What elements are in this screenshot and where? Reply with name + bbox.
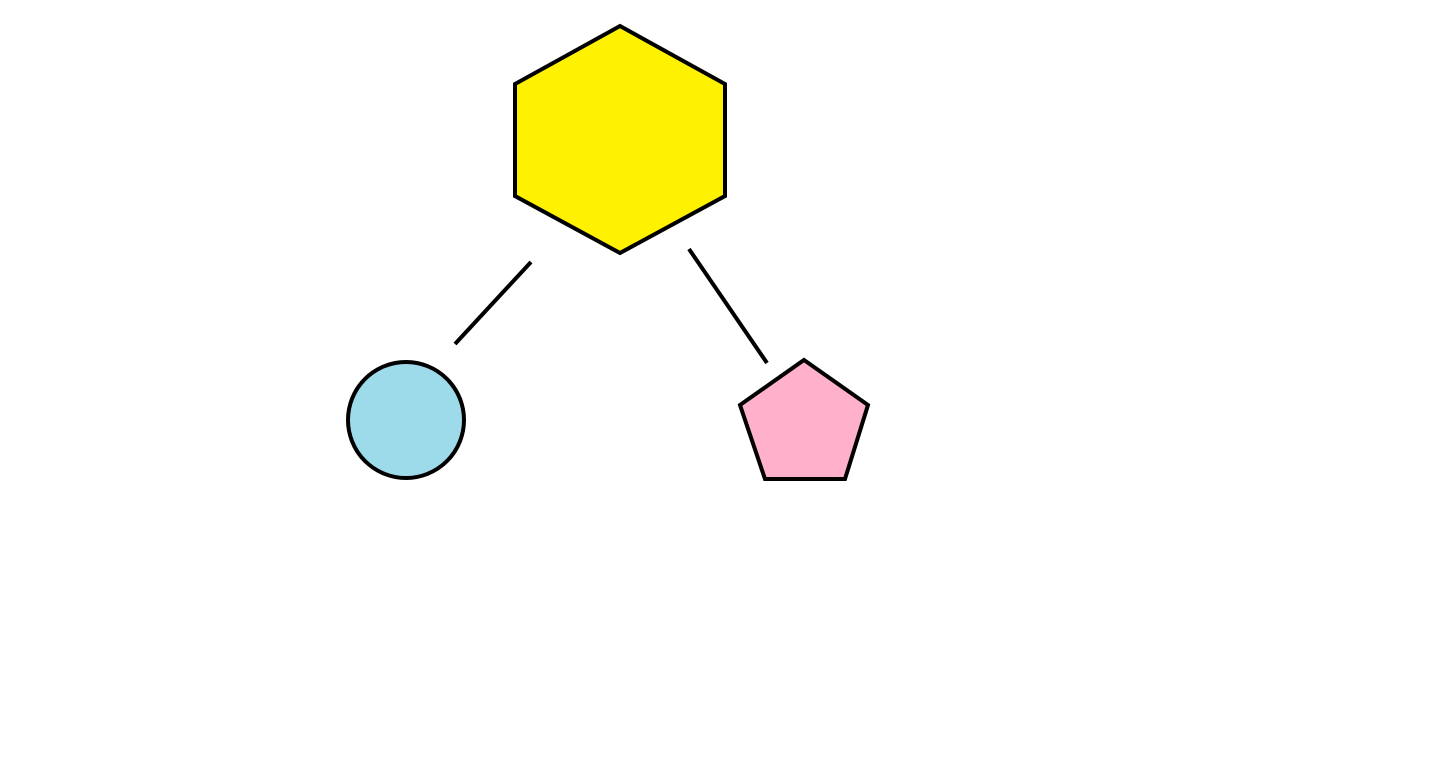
circle-node xyxy=(346,360,466,480)
edge-hexagon-to-circle xyxy=(453,260,533,346)
pentagon-node xyxy=(737,357,871,481)
edge-hexagon-to-pentagon xyxy=(687,247,769,365)
hexagon-node xyxy=(513,23,727,256)
